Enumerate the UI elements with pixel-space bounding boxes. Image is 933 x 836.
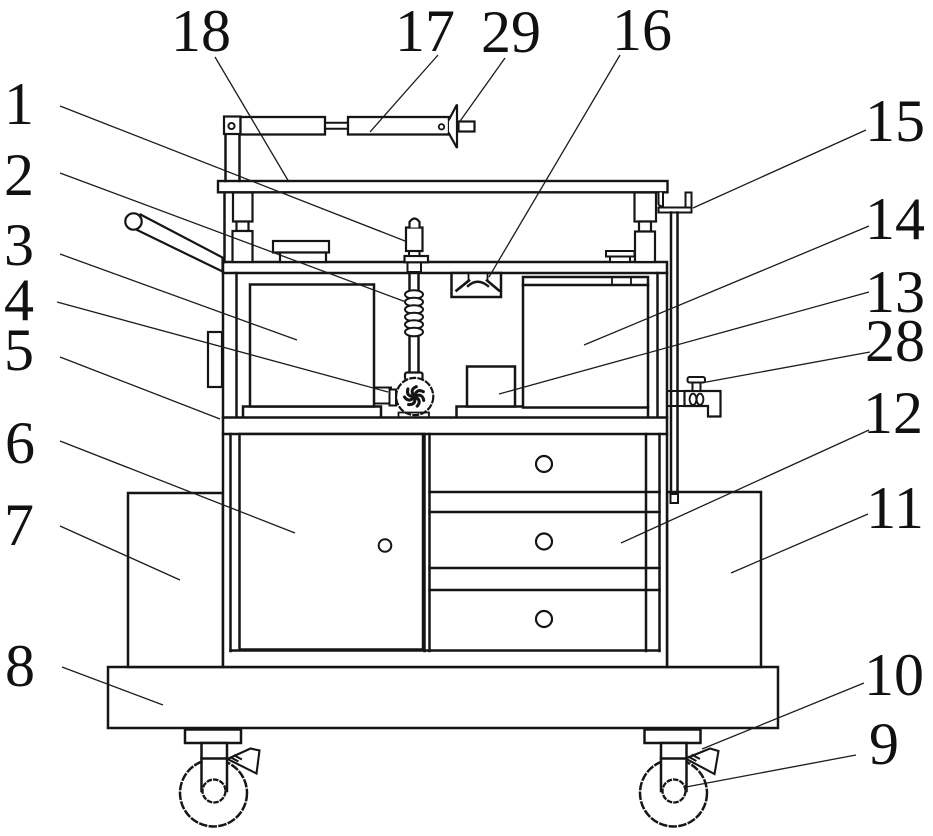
svg-text:29: 29 [481,0,541,65]
svg-text:14: 14 [865,186,925,252]
svg-text:7: 7 [4,492,34,558]
svg-text:4: 4 [4,267,34,333]
svg-text:2: 2 [4,142,34,208]
svg-text:18: 18 [171,0,231,64]
svg-text:3: 3 [4,212,34,278]
svg-text:6: 6 [5,410,35,476]
svg-text:15: 15 [865,88,925,154]
svg-text:13: 13 [865,259,925,325]
svg-text:10: 10 [864,642,924,708]
svg-text:16: 16 [612,0,672,63]
svg-text:8: 8 [5,633,35,699]
svg-text:5: 5 [4,317,34,383]
svg-text:17: 17 [395,0,455,64]
svg-text:9: 9 [869,711,899,777]
svg-text:12: 12 [863,380,923,446]
svg-text:28: 28 [865,308,925,374]
svg-text:1: 1 [4,71,34,137]
svg-text:11: 11 [866,475,924,541]
